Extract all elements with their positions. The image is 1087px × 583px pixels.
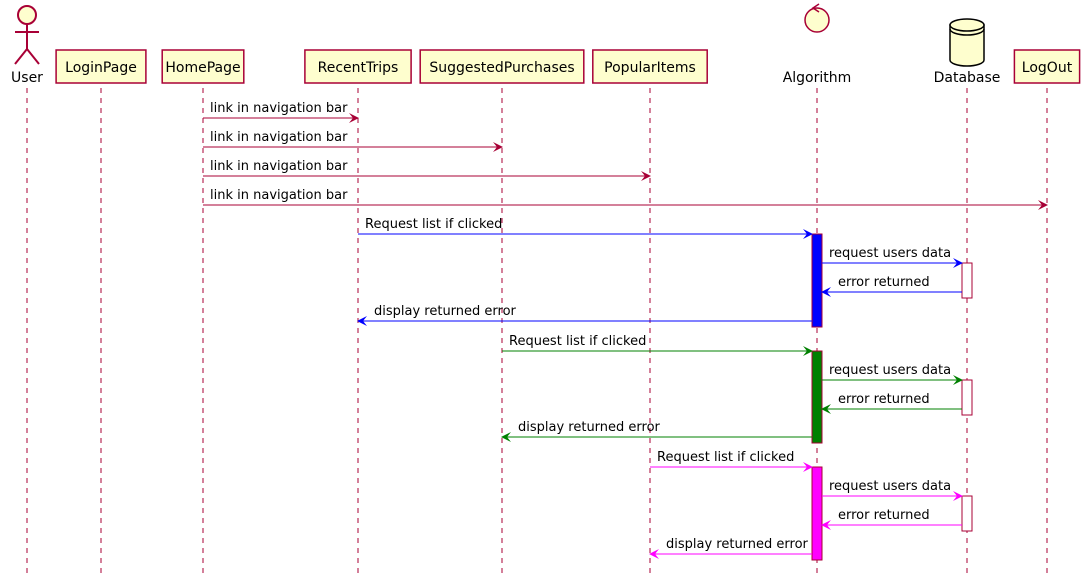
participant-database: Database: [934, 18, 1001, 86]
message-3: link in navigation bar: [203, 159, 651, 181]
participants: User LoginPage HomePage RecentTrips Suggeste…: [11, 3, 1081, 86]
message-label: error returned: [838, 508, 930, 523]
participant-suggestedpurchases: SuggestedPurchases: [419, 49, 585, 84]
participant-box: [161, 49, 245, 84]
message-10: request users data: [822, 363, 963, 385]
participant-box: [304, 49, 412, 84]
activation-bars: [811, 233, 973, 561]
message-label: display returned error: [666, 537, 809, 552]
message-label: error returned: [838, 275, 930, 290]
control-icon: [804, 3, 830, 33]
message-4: link in navigation bar: [203, 188, 1048, 210]
message-16: display returned error: [649, 537, 812, 559]
activation-bar-database: [961, 379, 973, 416]
message-label: request users data: [829, 363, 951, 378]
message-11: error returned: [821, 392, 962, 414]
participant-algorithm: Algorithm: [783, 3, 852, 86]
lifelines: [26, 88, 1048, 575]
database-icon: [949, 18, 985, 67]
message-label: link in navigation bar: [210, 188, 348, 203]
participant-user: User: [11, 5, 43, 86]
activation-bar-algorithm: [811, 350, 823, 444]
activation-bar-database: [961, 495, 973, 532]
message-label: Request list if clicked: [509, 334, 646, 349]
message-label: display returned error: [518, 420, 661, 435]
activation-bar-database: [961, 262, 973, 299]
activation-bar-algorithm: [811, 233, 823, 328]
message-label: error returned: [838, 392, 930, 407]
message-label: link in navigation bar: [210, 159, 348, 174]
participant-label: PopularItems: [604, 60, 696, 76]
message-label: request users data: [829, 479, 951, 494]
message-8: display returned error: [357, 304, 812, 326]
participant-label: Algorithm: [783, 70, 852, 86]
messages: link in navigation bar link in navigation…: [203, 101, 1048, 559]
participant-label: HomePage: [165, 60, 240, 76]
participant-recenttrips: RecentTrips: [304, 49, 412, 84]
message-label: display returned error: [374, 304, 517, 319]
participant-label: SuggestedPurchases: [429, 60, 574, 76]
participant-box: [55, 49, 147, 84]
message-label: Request list if clicked: [657, 450, 794, 465]
participant-label: RecentTrips: [318, 60, 399, 76]
participant-popularitems: PopularItems: [592, 49, 708, 84]
participant-homepage: HomePage: [161, 49, 245, 84]
message-7: error returned: [821, 275, 962, 297]
message-label: link in navigation bar: [210, 130, 348, 145]
participant-box: [1013, 49, 1081, 84]
message-2: link in navigation bar: [203, 130, 503, 152]
participant-label: User: [11, 70, 43, 86]
message-label: link in navigation bar: [210, 101, 348, 116]
participant-box: [592, 49, 708, 84]
message-13: Request list if clicked: [650, 450, 813, 472]
participant-label: LogOut: [1022, 60, 1073, 76]
participant-loginpage: LoginPage: [55, 49, 147, 84]
message-1: link in navigation bar: [203, 101, 359, 123]
participant-box: [419, 49, 585, 84]
participant-logout: LogOut: [1013, 49, 1081, 84]
actor-icon: [14, 5, 40, 65]
message-15: error returned: [821, 508, 962, 530]
message-label: Request list if clicked: [365, 217, 502, 232]
message-14: request users data: [822, 479, 963, 501]
participant-label: LoginPage: [65, 60, 137, 76]
message-6: request users data: [822, 246, 963, 268]
message-label: request users data: [829, 246, 951, 261]
message-9: Request list if clicked: [502, 334, 813, 356]
participant-label: Database: [934, 70, 1001, 86]
message-12: display returned error: [501, 420, 812, 442]
message-5: Request list if clicked: [358, 217, 813, 239]
activation-bar-algorithm: [811, 466, 823, 561]
